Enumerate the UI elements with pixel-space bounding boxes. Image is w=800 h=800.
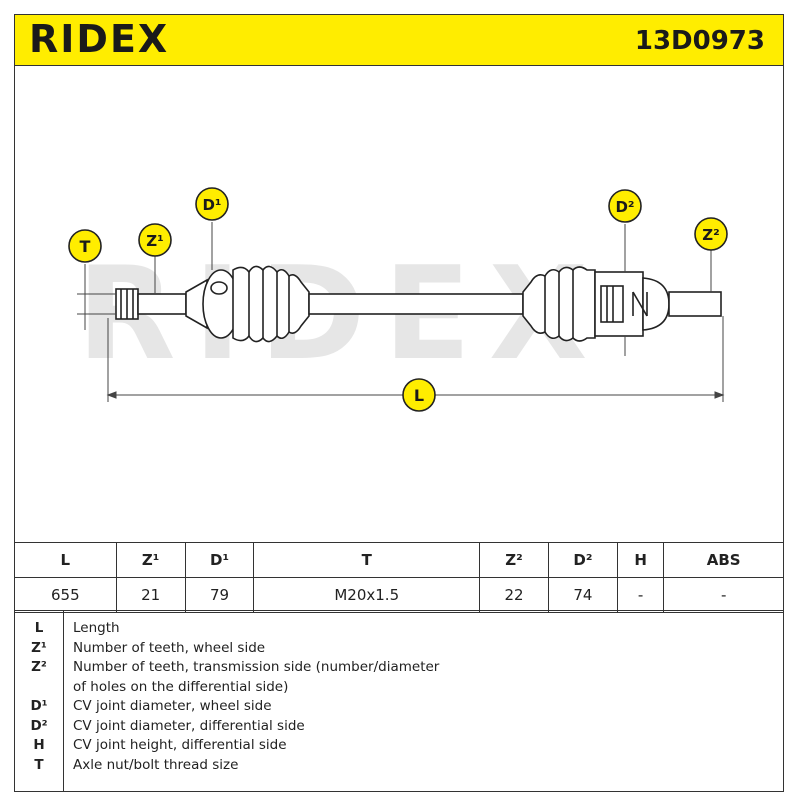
callout-Z2: Z² xyxy=(694,217,728,251)
spec-value-row: 655 21 79 M20x1.5 22 74 - - xyxy=(14,577,784,613)
spec-value-cell: - xyxy=(663,577,784,613)
spec-header-cell: Z¹ xyxy=(115,542,186,578)
spec-value-cell: M20x1.5 xyxy=(253,577,481,613)
spec-header-cell: ABS xyxy=(663,542,784,578)
callout-D2: D² xyxy=(608,189,642,223)
legend-desc: Axle nut/bolt thread size xyxy=(73,756,239,773)
legend-key: H xyxy=(33,737,45,753)
legend-box: L Length Z¹ Number of teeth, wheel side … xyxy=(14,610,784,792)
spec-value-cell: 21 xyxy=(115,577,186,613)
callout-T: T xyxy=(68,229,102,263)
header-bar: RIDEX 13D0973 xyxy=(14,14,784,66)
spec-value-cell: - xyxy=(616,577,665,613)
legend-desc: Number of teeth, transmission side (numb… xyxy=(73,659,440,675)
svg-text:L: L xyxy=(414,386,424,405)
legend-key: T xyxy=(34,756,44,773)
callout-L: L xyxy=(402,378,436,412)
svg-text:Z¹: Z¹ xyxy=(146,232,163,250)
legend-desc: CV joint diameter, wheel side xyxy=(73,698,272,714)
spec-header-cell: H xyxy=(616,542,665,578)
svg-text:D²: D² xyxy=(615,198,634,216)
spec-value-cell: 22 xyxy=(479,577,549,613)
legend-desc: CV joint height, differential side xyxy=(73,737,287,753)
svg-text:T: T xyxy=(80,237,91,256)
spec-header-cell: Z² xyxy=(479,542,549,578)
svg-text:D¹: D¹ xyxy=(202,196,221,214)
legend-key: D¹ xyxy=(30,698,48,714)
spec-header-cell: L xyxy=(14,542,117,578)
legend-key: Z² xyxy=(31,659,47,675)
spec-value-cell: 74 xyxy=(547,577,618,613)
legend-divider xyxy=(63,611,64,791)
legend-desc: Number of teeth, wheel side xyxy=(73,639,266,656)
legend-key: L xyxy=(34,620,44,636)
legend-key: D² xyxy=(30,717,48,734)
svg-text:Z²: Z² xyxy=(702,226,719,244)
shaft-outline xyxy=(115,265,722,343)
spec-header-cell: D¹ xyxy=(184,542,255,578)
legend-key: Z¹ xyxy=(31,639,47,656)
drive-shaft-drawing: RIDEX xyxy=(68,187,728,412)
spec-header-cell: D² xyxy=(547,542,618,578)
spec-header-cell: T xyxy=(253,542,481,578)
part-number: 13D0973 xyxy=(634,26,765,56)
legend-desc: of holes on the differential side) xyxy=(73,678,289,695)
spec-table: L Z¹ D¹ T Z² D² H ABS 655 21 79 M20x1.5 … xyxy=(14,542,784,613)
spec-value-cell: 79 xyxy=(184,577,255,613)
callout-D1: D¹ xyxy=(195,187,229,221)
spec-value-cell: 655 xyxy=(14,577,117,613)
brand-logo: RIDEX xyxy=(29,17,170,61)
callout-Z1: Z¹ xyxy=(138,223,172,257)
legend-desc: Length xyxy=(73,620,120,636)
spec-header-row: L Z¹ D¹ T Z² D² H ABS xyxy=(14,542,784,578)
legend-desc: CV joint diameter, differential side xyxy=(73,717,305,734)
